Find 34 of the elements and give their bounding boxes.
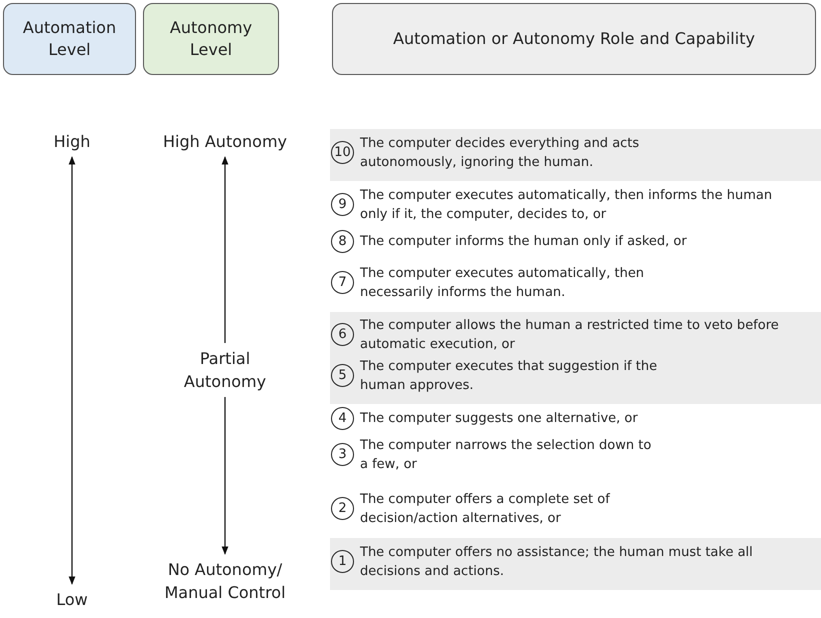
column-header: Autonomy Level [143, 3, 279, 75]
level-number-circle: 2 [331, 497, 354, 520]
level-number-circle: 1 [331, 550, 354, 573]
arrow [222, 156, 228, 343]
row-band [330, 538, 821, 590]
level-number-circle: 3 [331, 443, 354, 466]
column-header: Automation Level [3, 3, 136, 75]
level-label: Partial Autonomy [160, 347, 290, 393]
level-number-circle: 9 [331, 193, 354, 216]
column-header: Automation or Autonomy Role and Capability [332, 3, 816, 75]
capability-description: The computer executes automatically, then informs the human only if it, the computer, decides to, or [360, 186, 774, 224]
level-number-circle: 6 [331, 323, 354, 346]
level-label: High [42, 130, 102, 153]
capability-description: The computer offers no assistance; the human must take all decisions and actions. [360, 544, 754, 580]
capability-description: The computer executes that suggestion if the human approves. [360, 358, 658, 394]
capability-description: The computer suggests one alternative, or [360, 410, 639, 428]
level-label: Low [42, 588, 102, 611]
capability-description: The computer informs the human only if asked, or [360, 233, 688, 251]
capability-description: The computer narrows the selection down to a few, or [360, 436, 652, 474]
capability-description: The computer decides everything and acts autonomously, ignoring the human. [360, 134, 640, 172]
row-band [330, 129, 821, 181]
level-number-circle: 4 [331, 407, 354, 430]
level-label: High Autonomy [160, 130, 290, 153]
capability-description: The computer executes automatically, then necessarily informs the human. [360, 264, 646, 302]
level-number-circle: 5 [331, 364, 354, 387]
capability-description: The computer allows the human a restricted time to veto before automatic execution, or [360, 316, 780, 354]
capability-description: The computer offers a complete set of decision/action alternatives, or [360, 490, 612, 528]
row-band [330, 312, 821, 404]
arrow [68, 156, 76, 585]
level-label: No Autonomy/ Manual Control [145, 558, 305, 604]
level-number-circle: 8 [331, 230, 354, 253]
level-number-circle: 10 [331, 141, 354, 164]
level-number-circle: 7 [331, 271, 354, 294]
arrow [222, 397, 228, 555]
